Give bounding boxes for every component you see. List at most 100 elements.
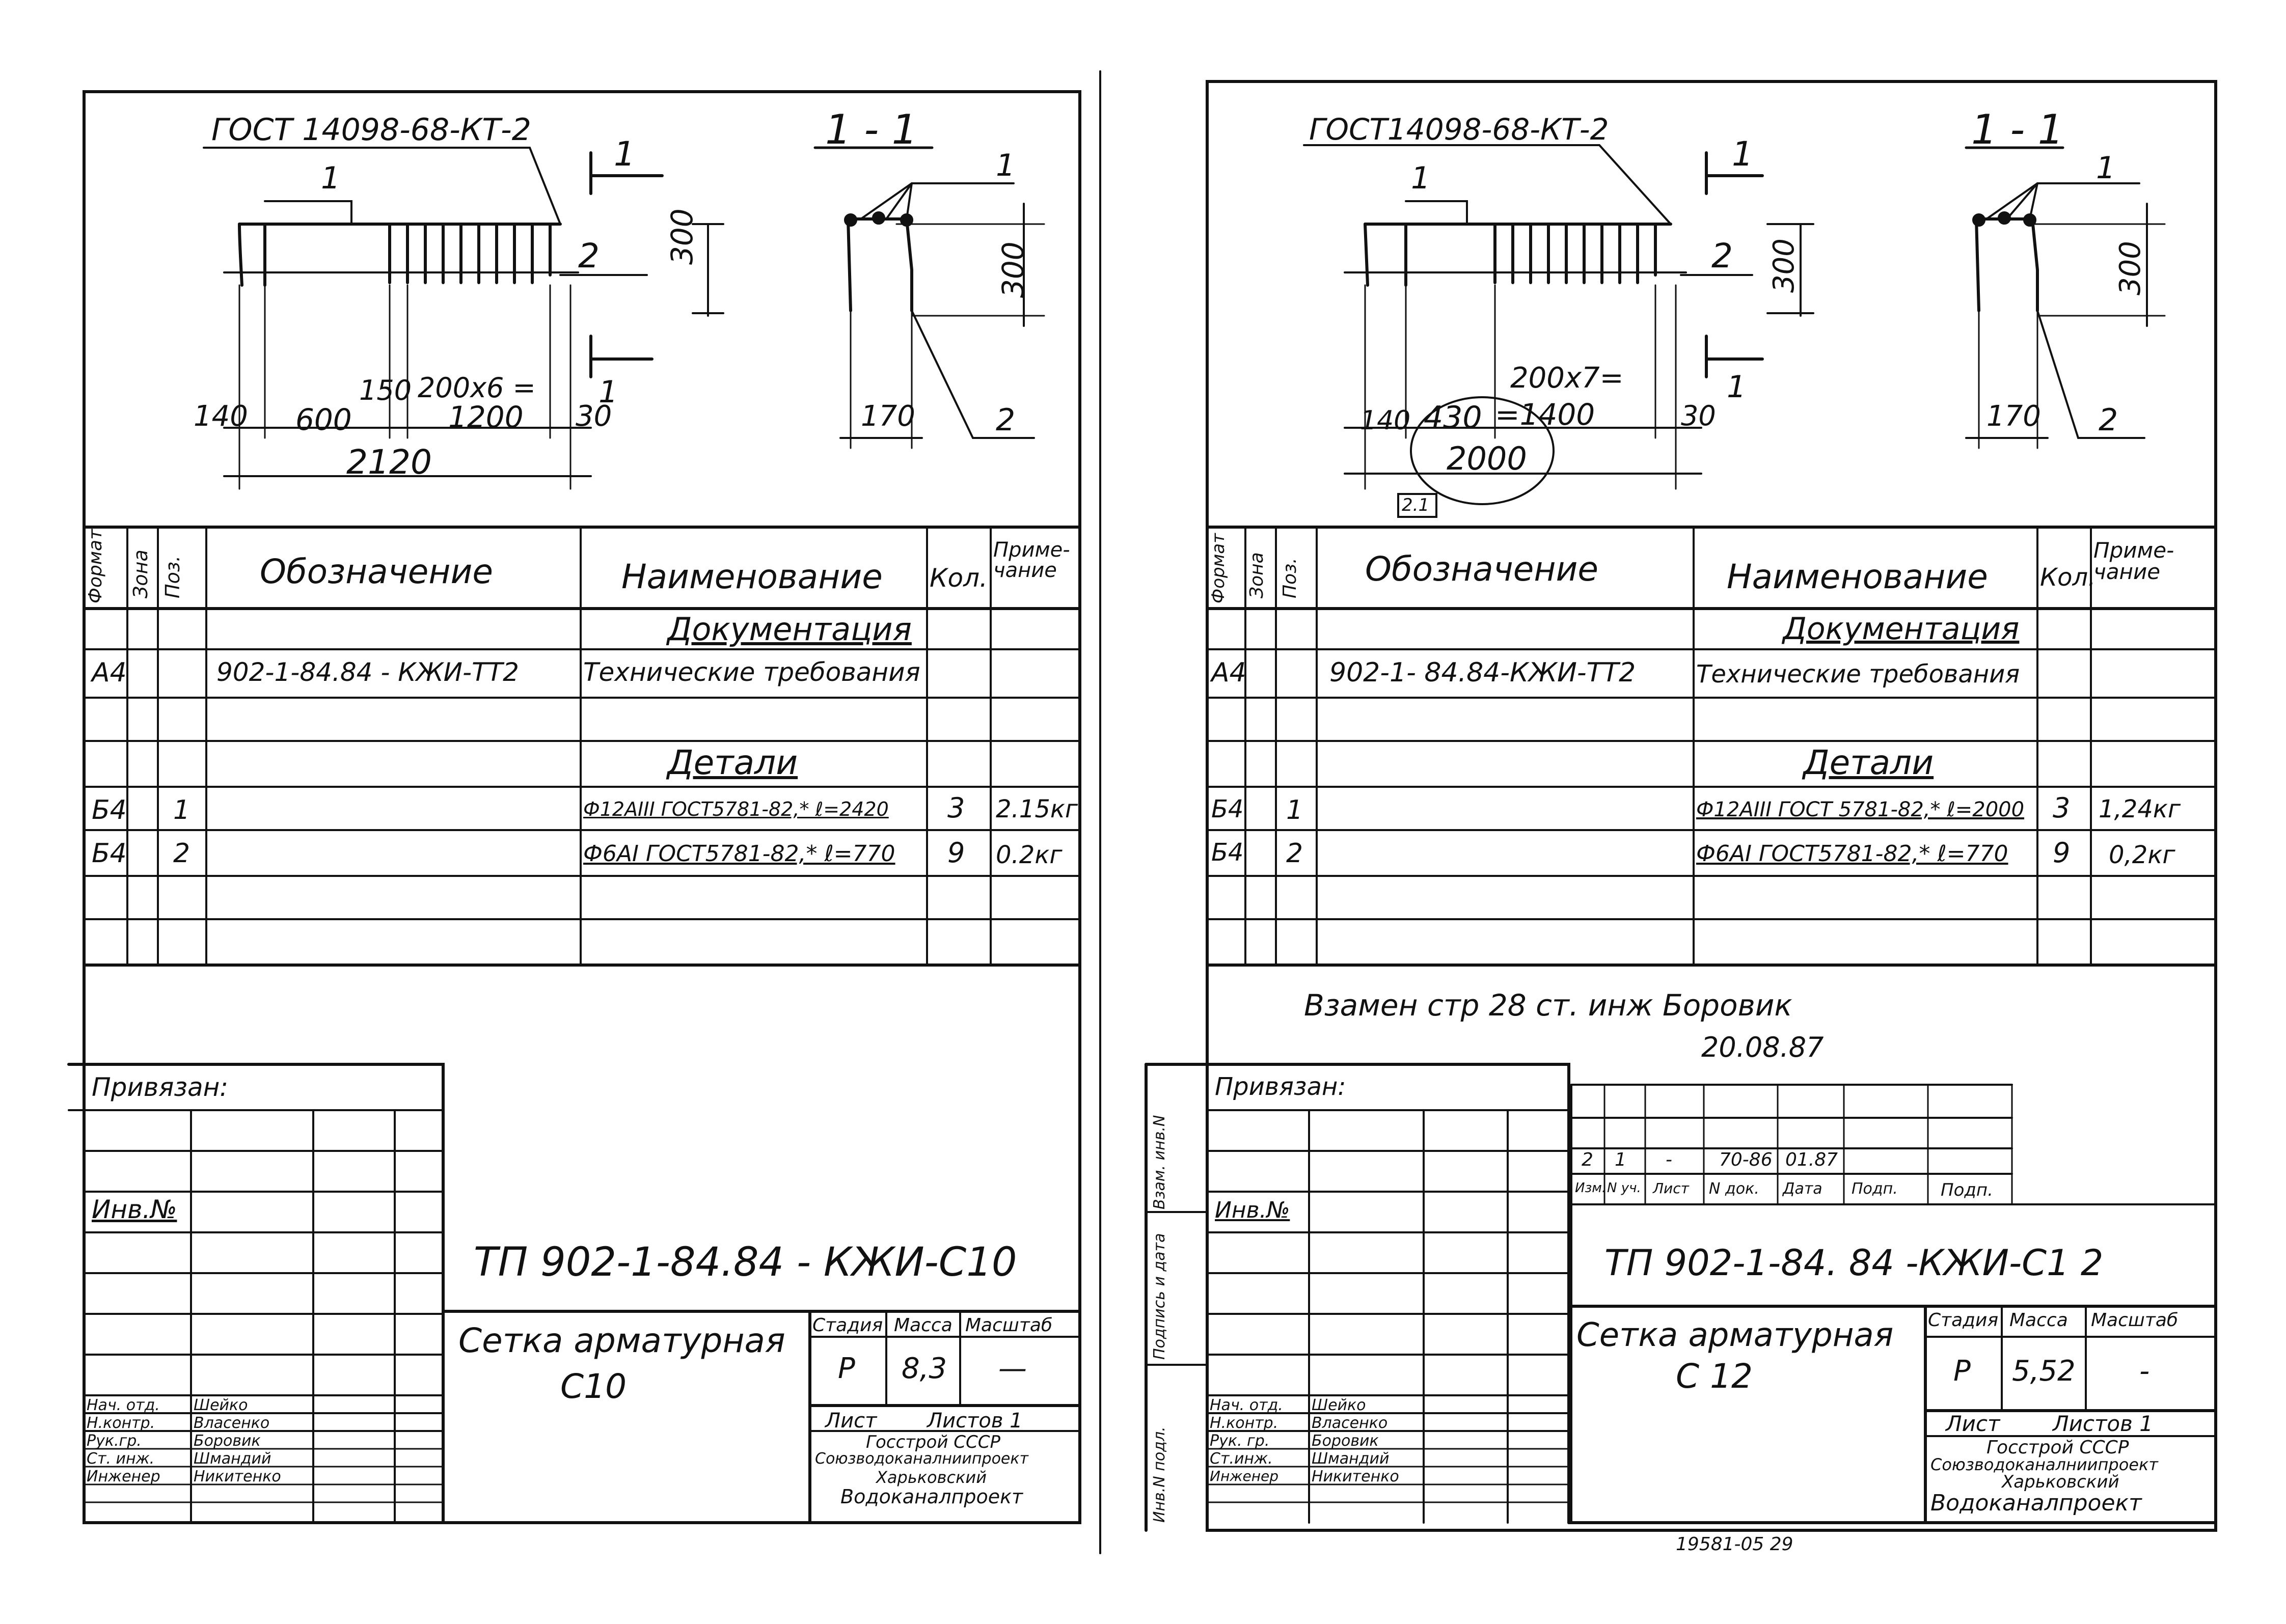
left-section-parts: Детали — [667, 743, 798, 782]
left-title-line2: С10 — [560, 1367, 627, 1406]
left-dim-140: 140 — [194, 400, 248, 433]
right-section-title: 1 - 1 — [1971, 106, 2064, 153]
right-rev-h-podp1: Подп. — [1852, 1180, 1898, 1198]
left-scale-label: Масштаб — [965, 1315, 1053, 1336]
right-dim-170: 170 — [1986, 400, 2041, 433]
right-role-1: Н.контр. — [1210, 1414, 1278, 1432]
right-rev-h-ndok: N док. — [1709, 1180, 1759, 1198]
right-title-line1: Сетка арматурная — [1576, 1316, 1894, 1354]
right-rev-h-podp2: Подп. — [1941, 1180, 1993, 1200]
right-scale: - — [2139, 1355, 2150, 1388]
right-rev-mark: 2.1 — [1402, 495, 1430, 515]
left-stage-label: Стадия — [812, 1315, 883, 1336]
left-dim-1200: 1200 — [448, 400, 524, 434]
right-rev-h-izm: Изм. — [1575, 1180, 1607, 1196]
left-role-1: Н.контр. — [87, 1414, 155, 1432]
right-side-inv-podl: Инв.N подл. — [1151, 1426, 1168, 1523]
right-rev-h-list: Лист — [1653, 1180, 1689, 1197]
right-stage: Р — [1953, 1355, 1971, 1388]
left-r1-format: Б4 — [92, 795, 127, 825]
left-dim-300-section: 300 — [996, 241, 1030, 298]
right-replacement-note: Взамен стр 28 ст. инж Боровик — [1304, 988, 1792, 1023]
right-r1-pos: 1 — [1286, 795, 1303, 825]
left-gost-label: ГОСТ 14098-68-КТ-2 — [211, 112, 531, 148]
left-person-2: Боровик — [194, 1432, 261, 1450]
right-title-line2: С 12 — [1676, 1357, 1753, 1396]
right-rev-date: 01.87 — [1785, 1149, 1838, 1170]
left-org-line1: Госстрой СССР — [866, 1432, 1000, 1452]
left-hdr-format: Формат — [85, 529, 106, 603]
right-section-docs: Документация — [1783, 611, 2020, 647]
left-section-mark-bottom: 1 — [598, 374, 618, 410]
left-doc-format: А4 — [92, 657, 127, 688]
right-r2-format: Б4 — [1211, 838, 1244, 867]
right-org-line1: Госстрой СССР — [1986, 1437, 2129, 1458]
right-person-1: Власенко — [1312, 1414, 1388, 1432]
left-section-mark: 1 — [614, 134, 635, 174]
right-hdr-qty: Кол. — [2040, 563, 2096, 592]
left-person-3: Шмандий — [194, 1450, 271, 1468]
right-org-line4: Водоканалпроект — [1930, 1490, 2142, 1516]
right-rev-list: - — [1666, 1149, 1672, 1170]
right-person-4: Никитенко — [1312, 1468, 1399, 1485]
right-doc-designation: 902-1- 84.84-КЖИ-ТТ2 — [1329, 657, 1636, 688]
right-revision-cloud — [1410, 396, 1555, 505]
right-section-pos-2: 2 — [2099, 402, 2118, 438]
left-mass: 8,3 — [902, 1352, 947, 1385]
right-person-0: Шейко — [1312, 1396, 1366, 1414]
right-hdr-name: Наименование — [1727, 557, 1988, 596]
right-doc-format: А4 — [1211, 657, 1246, 688]
right-doc-code: ТП 902-1-84. 84 -КЖИ-С1 2 — [1604, 1242, 2104, 1284]
right-r2-pos: 2 — [1286, 838, 1303, 869]
left-pos-1: 1 — [321, 160, 341, 196]
left-role-3: Ст. инж. — [87, 1450, 155, 1468]
left-hdr-note: Приме-чание — [993, 538, 1070, 582]
right-side-vzam: Взам. инв.N — [1151, 1115, 1168, 1209]
right-r1-note: 1,24кг — [2099, 795, 2181, 823]
right-rev-nuch: 1 — [1615, 1149, 1626, 1170]
left-sheet-frame — [83, 90, 1081, 1524]
left-section-pos-1: 1 — [996, 148, 1016, 183]
left-doc-name: Технические требования — [583, 657, 920, 687]
right-side-podpis: Подпись и дата — [1151, 1233, 1168, 1360]
left-r2-pos: 2 — [173, 838, 190, 869]
right-org-line2: Союзводоканалниипроект — [1930, 1455, 2158, 1474]
left-r2-name: Ф6АI ГОСТ5781-82,* ℓ=770 — [583, 841, 895, 867]
left-doc-designation: 902-1-84.84 - КЖИ-ТТ2 — [216, 657, 519, 687]
left-section-docs: Документация — [667, 611, 912, 648]
right-section-parts: Детали — [1803, 743, 1934, 782]
left-org-line4: Водоканалпроект — [840, 1485, 1023, 1508]
right-role-2: Рук. гр. — [1210, 1432, 1270, 1450]
left-hdr-pos: Поз. — [161, 555, 184, 598]
right-section-pos-1: 1 — [2096, 150, 2116, 186]
right-person-2: Боровик — [1312, 1432, 1379, 1450]
right-pos-2: 2 — [1711, 236, 1733, 276]
left-title-line1: Сетка арматурная — [458, 1321, 785, 1360]
right-rev-h-nuch: N уч. — [1607, 1180, 1641, 1196]
right-rev-h-data: Дата — [1783, 1180, 1822, 1198]
right-inv-no: Инв.№ — [1215, 1197, 1290, 1223]
right-sheet-label: Лист — [1946, 1411, 2000, 1436]
right-person-3: Шмандий — [1312, 1450, 1390, 1468]
left-stage: Р — [838, 1352, 855, 1385]
left-r2-qty: 9 — [947, 837, 965, 869]
right-r2-note: 0,2кг — [2109, 841, 2175, 869]
right-hdr-designation: Обозначение — [1365, 549, 1598, 589]
right-stage-label: Стадия — [1928, 1310, 1999, 1331]
right-section-mark: 1 — [1732, 134, 1753, 174]
right-org-line3: Харьковский — [2002, 1472, 2119, 1492]
left-hdr-zone: Зона — [129, 549, 152, 598]
left-scale: — — [998, 1352, 1027, 1385]
left-person-0: Шейко — [194, 1396, 248, 1414]
left-org-line3: Харьковский — [876, 1468, 987, 1487]
right-dim-30: 30 — [1681, 400, 1716, 432]
right-doc-name: Технические требования — [1696, 660, 2020, 689]
left-dim-170: 170 — [861, 400, 915, 433]
right-hdr-pos: Поз. — [1280, 558, 1300, 598]
left-dim-200x6: 200x6 = — [418, 372, 536, 404]
left-sheet-label: Лист — [825, 1409, 877, 1433]
left-r1-pos: 1 — [173, 795, 190, 825]
right-sheets-label: Листов 1 — [2053, 1411, 2153, 1436]
left-mass-label: Масса — [894, 1315, 953, 1336]
